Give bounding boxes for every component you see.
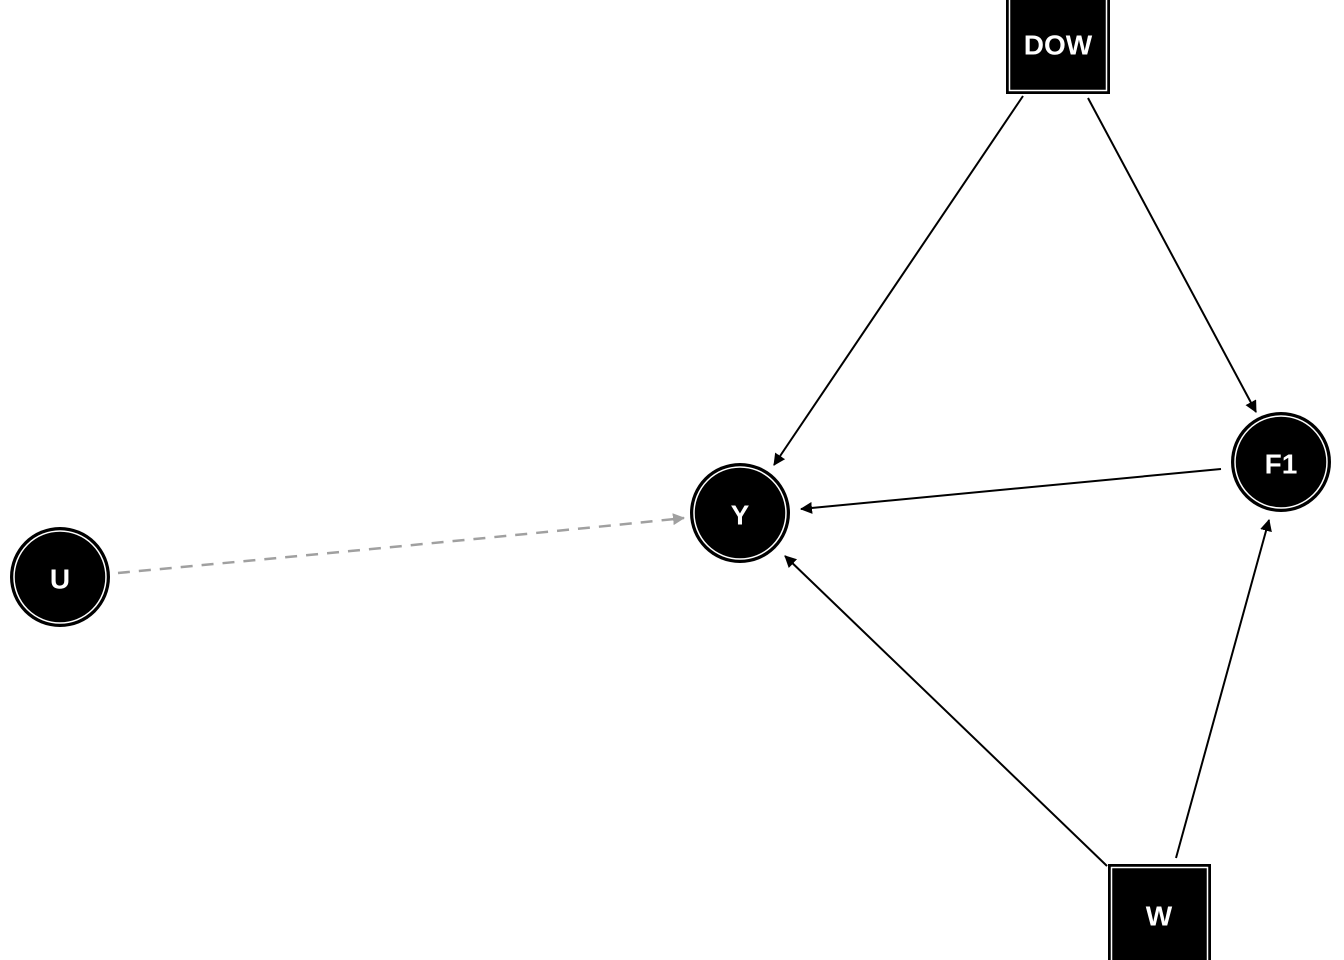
node-dow: DOW: [1006, 0, 1110, 94]
node-w-label: W: [1146, 901, 1173, 932]
edge-dow-to-y: [773, 95, 1024, 466]
node-w: W: [1108, 864, 1211, 960]
edge-u-to-y-latent: [117, 513, 685, 575]
node-u: U: [10, 527, 110, 627]
nodes-layer: DOW F1 Y U W: [10, 0, 1331, 960]
edges-layer: [117, 95, 1272, 867]
edge-w-to-y: [784, 555, 1108, 867]
edge-w-to-f1: [1175, 519, 1272, 859]
node-y: Y: [690, 463, 790, 563]
edge-f1-to-y: [800, 468, 1222, 514]
node-u-label: U: [50, 564, 70, 595]
edge-dow-to-f1: [1087, 97, 1257, 413]
node-f1: F1: [1231, 412, 1331, 512]
node-dow-label: DOW: [1024, 30, 1093, 61]
node-y-label: Y: [731, 500, 750, 531]
node-f1-label: F1: [1265, 449, 1298, 480]
